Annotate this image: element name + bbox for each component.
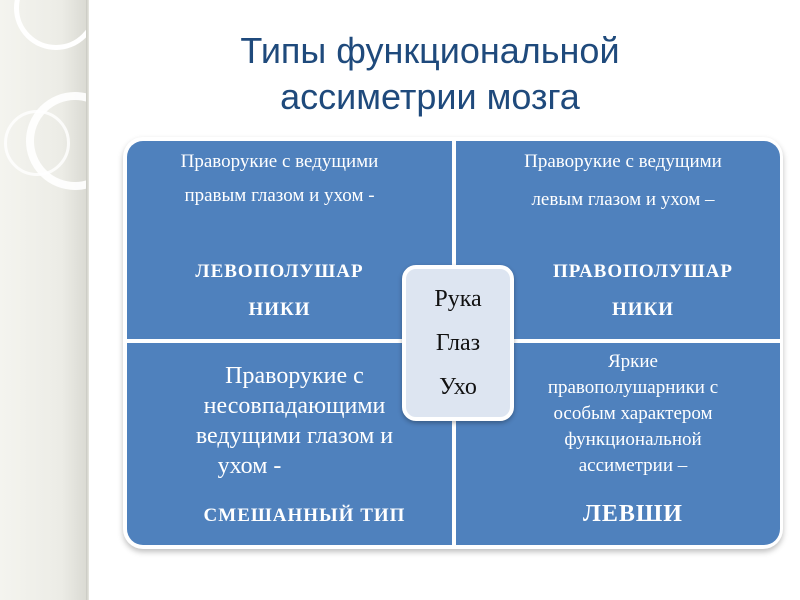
quadrant-text: Яркие: [486, 349, 780, 375]
quadrant-text: Праворукие с ведущими: [107, 149, 452, 175]
title-line: ассиметрии мозга: [150, 74, 710, 120]
quadrant-label: НИКИ: [107, 297, 452, 323]
quadrant-label: ЛЕВОПОЛУШАР: [107, 259, 452, 285]
center-item: Ухо: [406, 373, 510, 401]
quadrant-label: ЛЕВШИ: [486, 501, 780, 527]
quadrant-text: ведущими глазом и: [137, 423, 452, 449]
title-line: Типы функциональной: [150, 28, 710, 74]
quadrant-label: СМЕШАННЫЙ ТИП: [157, 503, 452, 529]
decorative-side-strip: [0, 0, 88, 600]
slide-title: Типы функциональной ассиметрии мозга: [150, 28, 710, 120]
decorative-ring: [4, 110, 70, 176]
quadrant-text: правым глазом и ухом -: [107, 183, 452, 209]
quadrant-text: ухом -: [47, 453, 452, 479]
quadrant-text: функциональной: [486, 427, 780, 453]
center-box: Рука Глаз Ухо: [402, 265, 514, 421]
center-item: Рука: [406, 285, 510, 313]
quadrant-text: особым характером: [486, 401, 780, 427]
center-item: Глаз: [406, 329, 510, 357]
quadrant-label: НИКИ: [506, 297, 780, 323]
quadrant-label: ПРАВОПОЛУШАР: [506, 259, 780, 285]
strip-divider: [86, 0, 89, 600]
decorative-ring: [14, 0, 88, 50]
quadrant-text: левым глазом и ухом –: [466, 187, 780, 213]
quadrant-text: правополушарники с: [486, 375, 780, 401]
quadrant-text: ассиметрии –: [486, 453, 780, 479]
quadrant-text: Праворукие с ведущими: [466, 149, 780, 175]
